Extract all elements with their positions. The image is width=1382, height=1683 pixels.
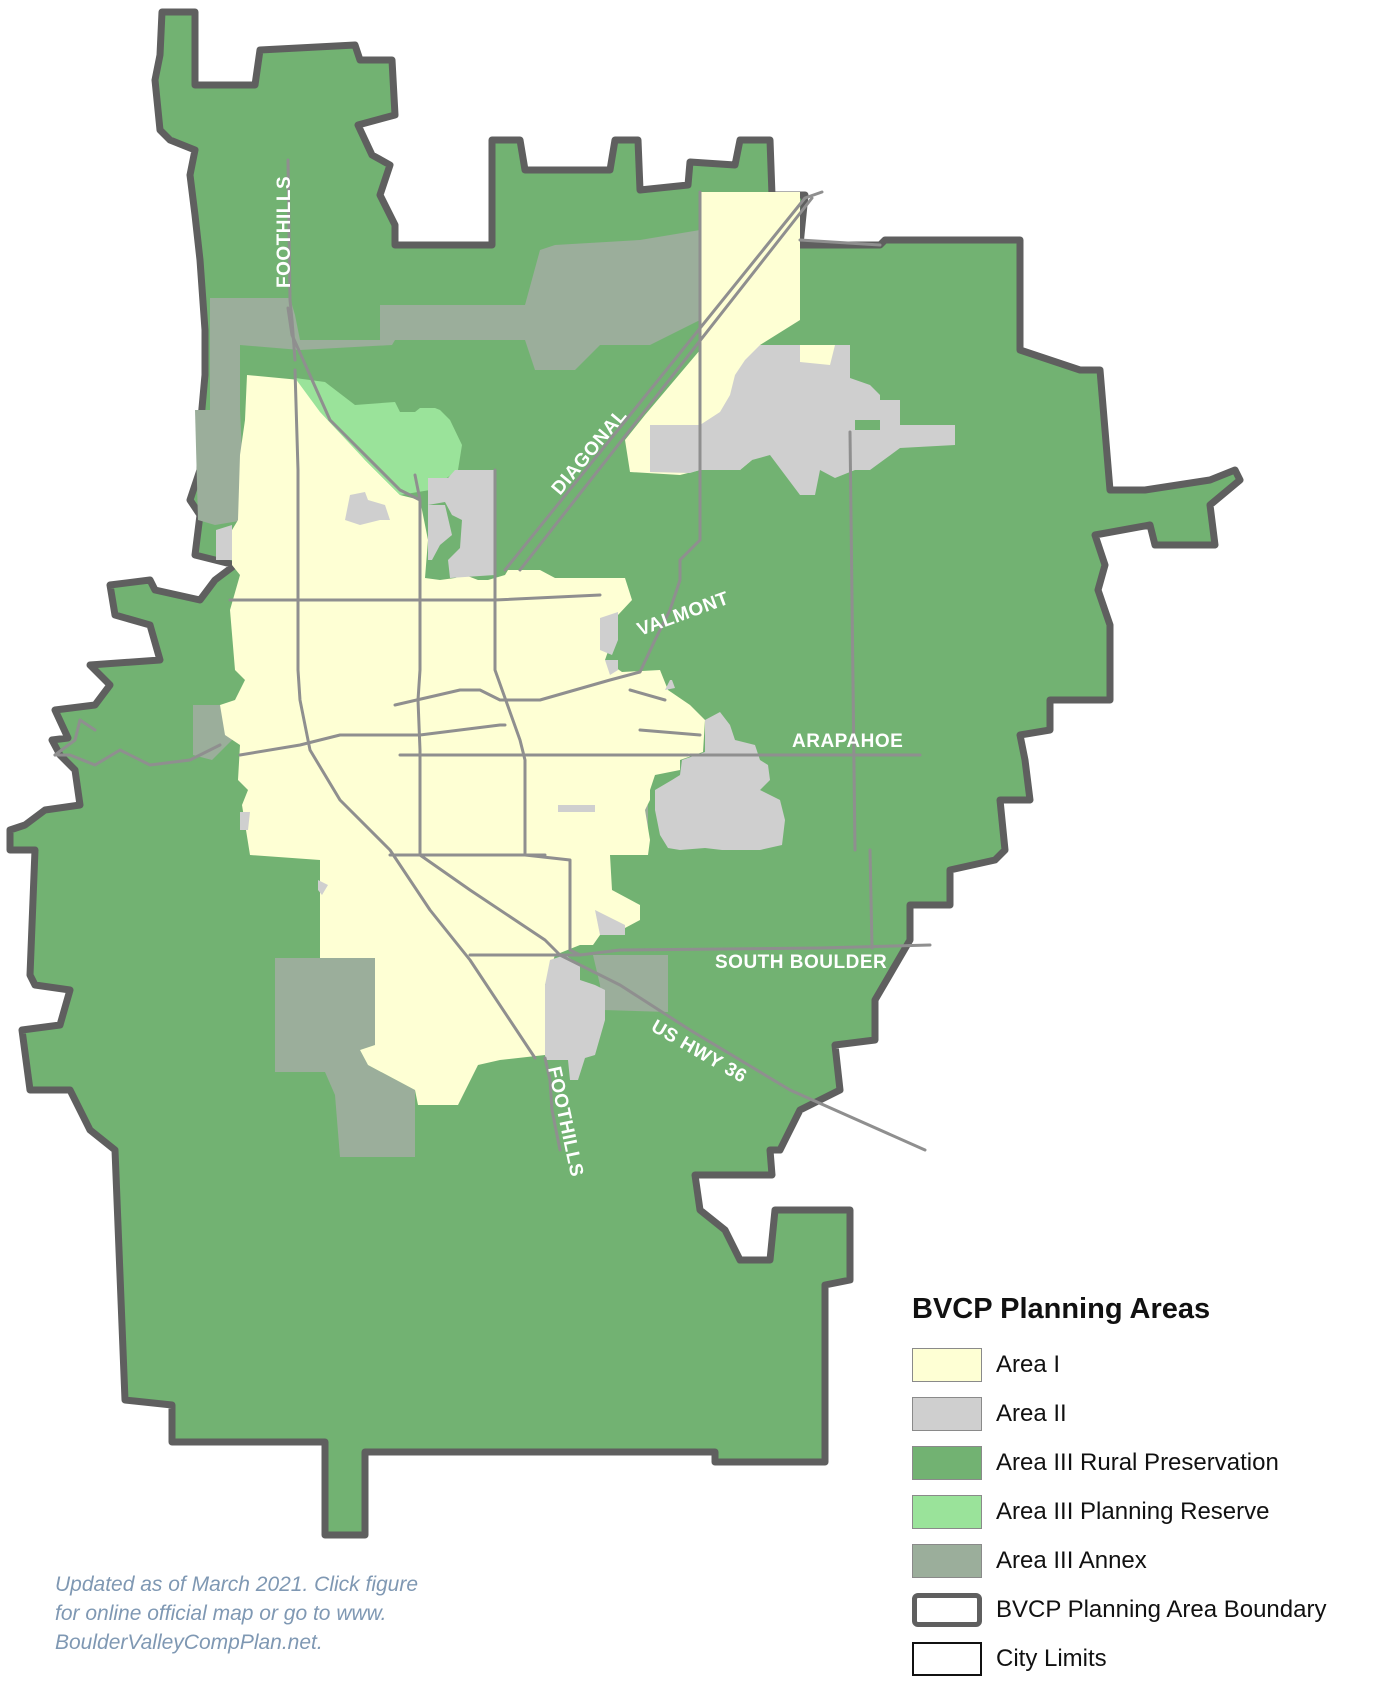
- area-iii-planning-reserve: [295, 378, 462, 495]
- legend-title: BVCP Planning Areas: [912, 1293, 1211, 1325]
- legend-label: City Limits: [996, 1644, 1107, 1672]
- legend-item-city-limits: City Limits: [912, 1634, 1372, 1683]
- legend-label: Area II: [996, 1399, 1067, 1427]
- road-label-foothills-north: FOOTHILLS: [274, 176, 295, 288]
- road-network: [53, 158, 932, 1152]
- legend-swatch-area-i: [912, 1347, 982, 1382]
- legend-item-boundary: BVCP Planning Area Boundary: [912, 1585, 1372, 1634]
- legend-swatch-annex: [912, 1543, 982, 1578]
- area-ii: [216, 345, 955, 1080]
- legend-item-rural-preservation: Area III Rural Preservation: [912, 1438, 1372, 1487]
- area-i: [220, 375, 705, 1105]
- update-note-link[interactable]: Updated as of March 2021. Click figure f…: [55, 1573, 419, 1654]
- legend-swatch-rural-preservation: [912, 1445, 982, 1480]
- legend-item-area-i: Area I: [912, 1340, 1372, 1389]
- legend-label: Area I: [996, 1350, 1061, 1378]
- legend-label: BVCP Planning Area Boundary: [996, 1595, 1327, 1623]
- legend-swatch-city-limits: [912, 1641, 982, 1676]
- legend-swatch-boundary: [912, 1592, 982, 1627]
- legend-label: Area III Rural Preservation: [996, 1448, 1279, 1476]
- legend-item-area-ii: Area II: [912, 1389, 1372, 1438]
- legend-label: Area III Planning Reserve: [996, 1497, 1270, 1525]
- road-label-arapahoe: ARAPAHOE: [792, 731, 903, 752]
- legend-item-annex: Area III Annex: [912, 1536, 1372, 1585]
- legend-swatch-planning-reserve: [912, 1494, 982, 1529]
- legend-label: Area III Annex: [996, 1546, 1147, 1574]
- map-legend: BVCP Planning Areas Area I Area II Area …: [912, 1293, 1372, 1683]
- legend-swatch-area-ii: [912, 1396, 982, 1431]
- road-label-south-boulder: SOUTH BOULDER: [715, 952, 887, 973]
- legend-item-planning-reserve: Area III Planning Reserve: [912, 1487, 1372, 1536]
